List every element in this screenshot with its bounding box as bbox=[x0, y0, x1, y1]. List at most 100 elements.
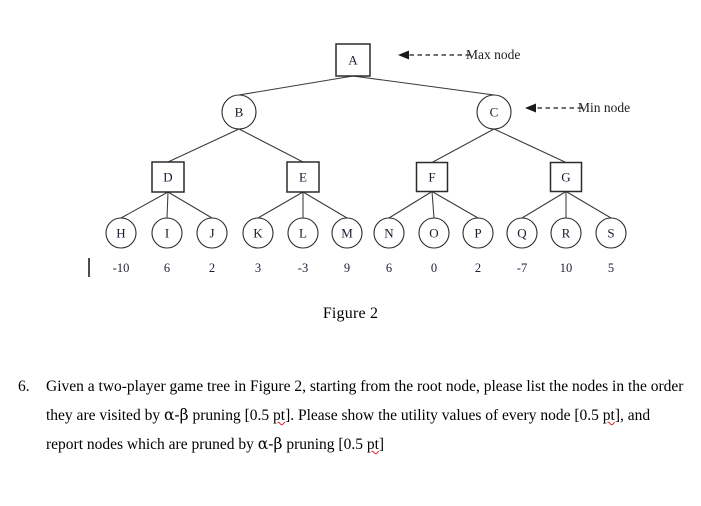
tree-node-e[interactable]: E bbox=[286, 161, 320, 193]
node-letter-e: E bbox=[299, 170, 307, 185]
question-text-run: pruning [0.5 bbox=[188, 407, 274, 424]
node-letter-i: I bbox=[165, 226, 169, 241]
tree-node-o[interactable]: O bbox=[418, 217, 450, 249]
tree-edge-b-e bbox=[238, 128, 304, 163]
tree-edge-g-q bbox=[521, 191, 567, 219]
tree-node-q[interactable]: Q bbox=[506, 217, 538, 249]
node-shape-circle-h bbox=[105, 217, 137, 249]
tree-edge-b-d bbox=[167, 128, 240, 163]
tree-edge-d-j bbox=[167, 191, 213, 219]
tree-node-h[interactable]: H bbox=[105, 217, 137, 249]
leaf-utility-value-q: -7 bbox=[517, 261, 527, 275]
tree-node-j[interactable]: J bbox=[196, 217, 228, 249]
tree-node-r[interactable]: R bbox=[550, 217, 582, 249]
node-shape-circle-c bbox=[476, 94, 512, 130]
node-letter-a: A bbox=[348, 53, 358, 68]
node-shape-circle-o bbox=[418, 217, 450, 249]
tree-node-s[interactable]: S bbox=[595, 217, 627, 249]
spellcheck-underlined-word: pt bbox=[273, 407, 286, 424]
node-shape-circle-i bbox=[151, 217, 183, 249]
leaf-utility-value-l: -3 bbox=[298, 261, 308, 275]
tree-edge-e-m bbox=[302, 191, 348, 219]
node-letter-s: S bbox=[607, 226, 614, 241]
tree-node-i[interactable]: I bbox=[151, 217, 183, 249]
tree-edge-a-b bbox=[238, 75, 354, 96]
min-node-arrow-head bbox=[525, 103, 536, 113]
leaf-utility-value-s: 5 bbox=[608, 261, 614, 275]
node-shape-circle-m bbox=[331, 217, 363, 249]
node-letter-n: N bbox=[384, 226, 394, 241]
tree-node-p[interactable]: P bbox=[462, 217, 494, 249]
node-letter-g: G bbox=[561, 170, 570, 185]
tree-edge-g-s bbox=[565, 191, 612, 219]
leaf-utility-value-r: 10 bbox=[560, 261, 573, 275]
tree-node-k[interactable]: K bbox=[242, 217, 274, 249]
question-text-run: pruning [0.5 bbox=[282, 436, 367, 453]
tree-edge-c-g bbox=[493, 128, 567, 163]
leaf-utility-value-k: 3 bbox=[255, 261, 261, 275]
max-node-arrow-head bbox=[398, 50, 409, 60]
node-shape-square-e bbox=[286, 161, 320, 193]
question-text: Given a two-player game tree in Figure 2… bbox=[46, 372, 690, 459]
leaf-utility-value-h: -10 bbox=[113, 261, 130, 275]
alpha-beta-symbol: α-β bbox=[257, 435, 283, 453]
tree-node-l[interactable]: L bbox=[287, 217, 319, 249]
tree-node-m[interactable]: M bbox=[331, 217, 363, 249]
node-shape-circle-s bbox=[595, 217, 627, 249]
node-shape-square-a bbox=[335, 43, 371, 77]
tree-node-n[interactable]: N bbox=[373, 217, 405, 249]
tree-edge-c-f bbox=[431, 128, 495, 163]
question-text-run: ], and report nodes which are pruned by bbox=[46, 407, 651, 453]
tree-edge-a-c bbox=[352, 75, 495, 96]
tree-edges bbox=[120, 75, 612, 219]
node-letter-p: P bbox=[474, 226, 481, 241]
node-letter-k: K bbox=[253, 226, 263, 241]
node-letter-b: B bbox=[235, 105, 244, 120]
node-letter-d: D bbox=[163, 170, 172, 185]
node-shape-circle-r bbox=[550, 217, 582, 249]
node-letter-m: M bbox=[341, 226, 353, 241]
min-node-label: Min node bbox=[578, 100, 630, 115]
figure-caption: Figure 2 bbox=[322, 305, 379, 322]
node-shape-circle-n bbox=[373, 217, 405, 249]
tree-node-c[interactable]: C bbox=[476, 94, 512, 130]
node-letter-f: F bbox=[428, 170, 435, 185]
alpha-beta-symbol: α-β bbox=[163, 406, 189, 424]
tree-node-f[interactable]: F bbox=[415, 161, 449, 193]
tree-edge-f-p bbox=[431, 191, 479, 219]
node-shape-circle-l bbox=[287, 217, 319, 249]
tree-edge-e-k bbox=[257, 191, 304, 219]
leaf-utility-value-i: 6 bbox=[164, 261, 170, 275]
tree-node-a[interactable]: A bbox=[335, 43, 371, 77]
tree-edge-d-h bbox=[120, 191, 169, 219]
node-shape-circle-b bbox=[221, 94, 257, 130]
question-block: 6. Given a two-player game tree in Figur… bbox=[18, 372, 690, 459]
node-letter-j: J bbox=[209, 226, 214, 241]
node-letter-q: Q bbox=[517, 226, 527, 241]
leaf-utility-value-j: 2 bbox=[209, 261, 215, 275]
tree-node-d[interactable]: D bbox=[151, 161, 185, 193]
spellcheck-underlined-word: pt bbox=[366, 436, 379, 453]
node-letter-r: R bbox=[562, 226, 571, 241]
node-shape-circle-q bbox=[506, 217, 538, 249]
node-shape-circle-p bbox=[462, 217, 494, 249]
leaf-utility-value-o: 0 bbox=[431, 261, 437, 275]
leaf-utility-value-m: 9 bbox=[344, 261, 350, 275]
tree-nodes: A B C D E F G H I J K L M N O P Q R S bbox=[105, 43, 627, 249]
question-number: 6. bbox=[18, 378, 30, 395]
tree-edge-f-n bbox=[388, 191, 433, 219]
tree-node-b[interactable]: B bbox=[221, 94, 257, 130]
spellcheck-underlined-word: pt bbox=[602, 407, 615, 424]
node-shape-square-d bbox=[151, 161, 185, 193]
leaf-utility-value-p: 2 bbox=[475, 261, 481, 275]
node-letter-o: O bbox=[429, 226, 438, 241]
legend-annotations: Max node Min node bbox=[398, 47, 630, 115]
node-shape-circle-k bbox=[242, 217, 274, 249]
node-shape-square-g bbox=[549, 161, 583, 193]
tree-edge-d-i bbox=[166, 191, 169, 219]
tree-node-g[interactable]: G bbox=[549, 161, 583, 193]
question-text-run: ]. Please show the utility values of eve… bbox=[285, 407, 603, 424]
